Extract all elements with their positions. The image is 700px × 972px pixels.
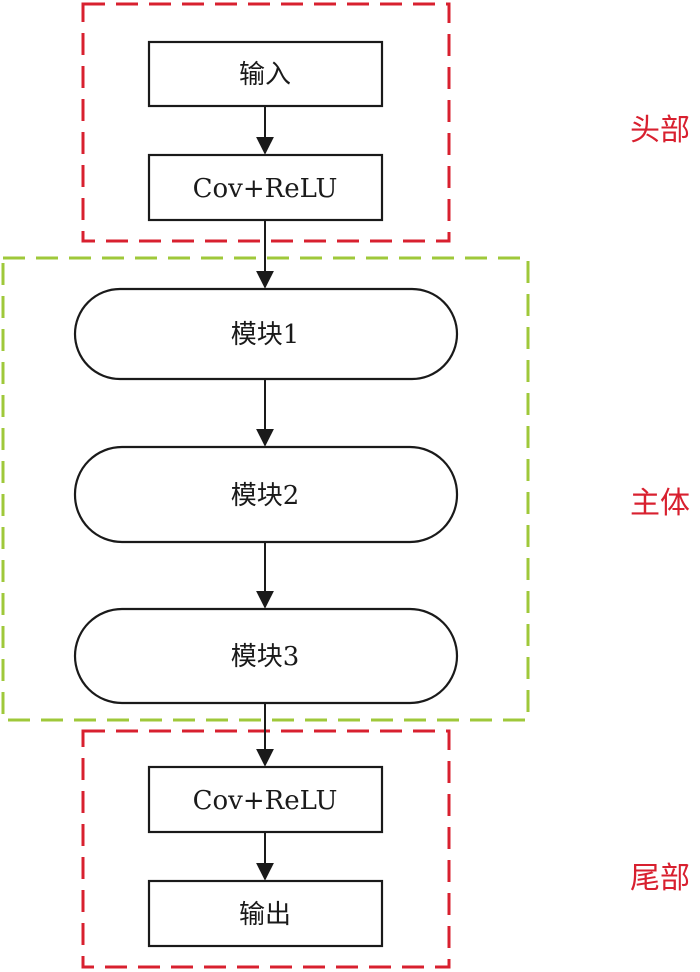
node-module1: 模块1 xyxy=(73,287,459,381)
head-section-label: 头部 xyxy=(630,113,690,148)
node-output: 输出 xyxy=(147,879,384,948)
node-conv-relu-head: Cov+ReLU xyxy=(147,153,384,222)
node-input-label: 输入 xyxy=(239,60,291,90)
node-input: 输入 xyxy=(147,40,384,108)
body-section-label: 主体 xyxy=(630,486,690,521)
node-conv-relu-tail-label: Cov+ReLU xyxy=(193,786,338,816)
tail-section-label: 尾部 xyxy=(630,861,690,896)
node-output-label: 输出 xyxy=(239,900,291,930)
node-module3: 模块3 xyxy=(73,607,459,705)
node-module2: 模块2 xyxy=(73,445,459,544)
node-module2-label: 模块2 xyxy=(231,481,300,511)
node-conv-relu-head-label: Cov+ReLU xyxy=(193,174,338,204)
node-conv-relu-tail: Cov+ReLU xyxy=(147,765,384,834)
head-section-frame xyxy=(81,2,451,243)
node-module3-label: 模块3 xyxy=(231,642,300,672)
node-module1-label: 模块1 xyxy=(231,320,300,350)
